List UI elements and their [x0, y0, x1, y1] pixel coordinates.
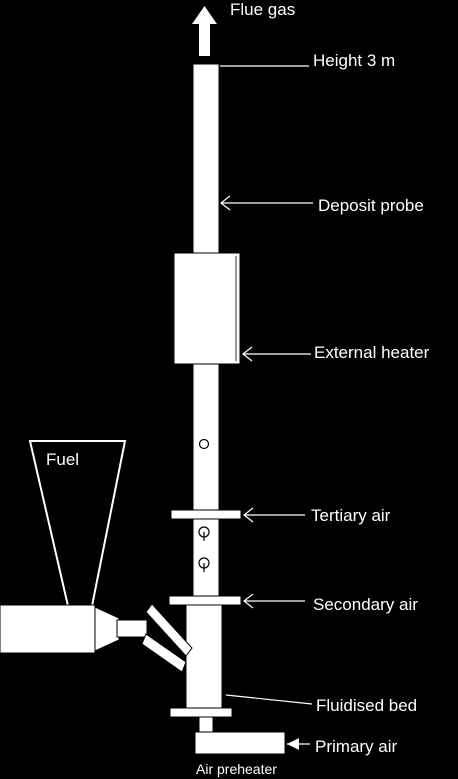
reactor-column-upper [192, 363, 220, 513]
fuel-label: Fuel [46, 450, 79, 469]
deposit-probe-label: Deposit probe [318, 196, 424, 215]
sight-port [198, 438, 210, 450]
secondary-air-label: Secondary air [313, 595, 418, 614]
external-heater-label: External heater [314, 343, 430, 362]
secondary-air-flange [168, 595, 242, 606]
fluidised-bed-label: Fluidised bed [316, 696, 417, 715]
flue-gas-label: Flue gas [230, 0, 295, 19]
deposit-probe-tube [192, 63, 220, 257]
preheater-stem [198, 716, 214, 733]
deposit-probe-arrow [220, 195, 313, 211]
screw-feeder [0, 604, 148, 654]
bottom-flange [169, 707, 233, 718]
tertiary-air-label: Tertiary air [311, 506, 391, 525]
external-heater-arrow [242, 346, 311, 362]
tertiary-air-flange [170, 509, 242, 520]
port-lower [198, 557, 210, 572]
port-upper [198, 526, 210, 541]
air-preheater [194, 731, 286, 755]
primary-air-arrow [287, 738, 310, 750]
primary-air-label: Primary air [315, 737, 398, 756]
external-heater-box [173, 252, 241, 365]
fluidised-bed-leader [225, 694, 313, 705]
fluidised-bed-section [185, 604, 223, 709]
tertiary-air-arrow [243, 507, 305, 523]
height-label: Height 3 m [313, 51, 395, 70]
secondary-air-arrow [243, 593, 305, 609]
feed-pipe [141, 603, 193, 673]
air-preheater-label: Air preheater [196, 761, 277, 777]
flue-gas-arrow [192, 6, 217, 56]
